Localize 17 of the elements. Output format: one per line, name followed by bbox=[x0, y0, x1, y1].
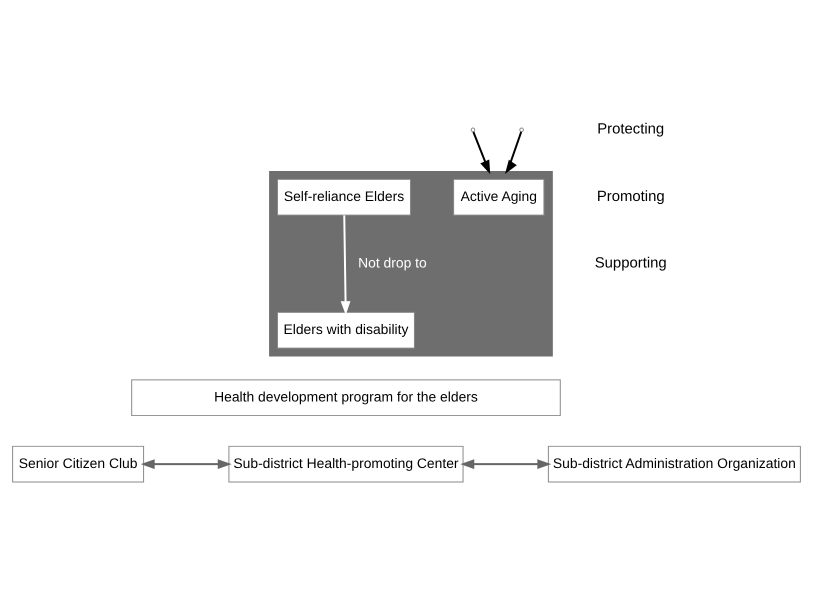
cluster bbox=[269, 171, 553, 357]
node-box: Self-reliance Elders bbox=[277, 178, 411, 216]
arrow bbox=[340, 215, 350, 316]
node-box: Senior Citizen Club bbox=[12, 446, 144, 483]
node-box: Health development program for the elders bbox=[131, 379, 561, 416]
node-box: Active Aging bbox=[453, 178, 544, 216]
label: Promoting bbox=[596, 188, 665, 205]
arrow bbox=[472, 132, 490, 174]
arrow bbox=[460, 459, 552, 470]
node-box: Sub-district Administration Organization bbox=[548, 446, 801, 483]
label: Protecting bbox=[597, 121, 664, 138]
edge-label: Not drop to bbox=[358, 254, 427, 270]
node-box: Elders with disability bbox=[277, 312, 415, 349]
arrow bbox=[140, 459, 232, 470]
label: Supporting bbox=[594, 255, 667, 272]
arrow bbox=[505, 132, 522, 174]
node-box: Sub-district Health-promoting Center bbox=[228, 446, 464, 483]
